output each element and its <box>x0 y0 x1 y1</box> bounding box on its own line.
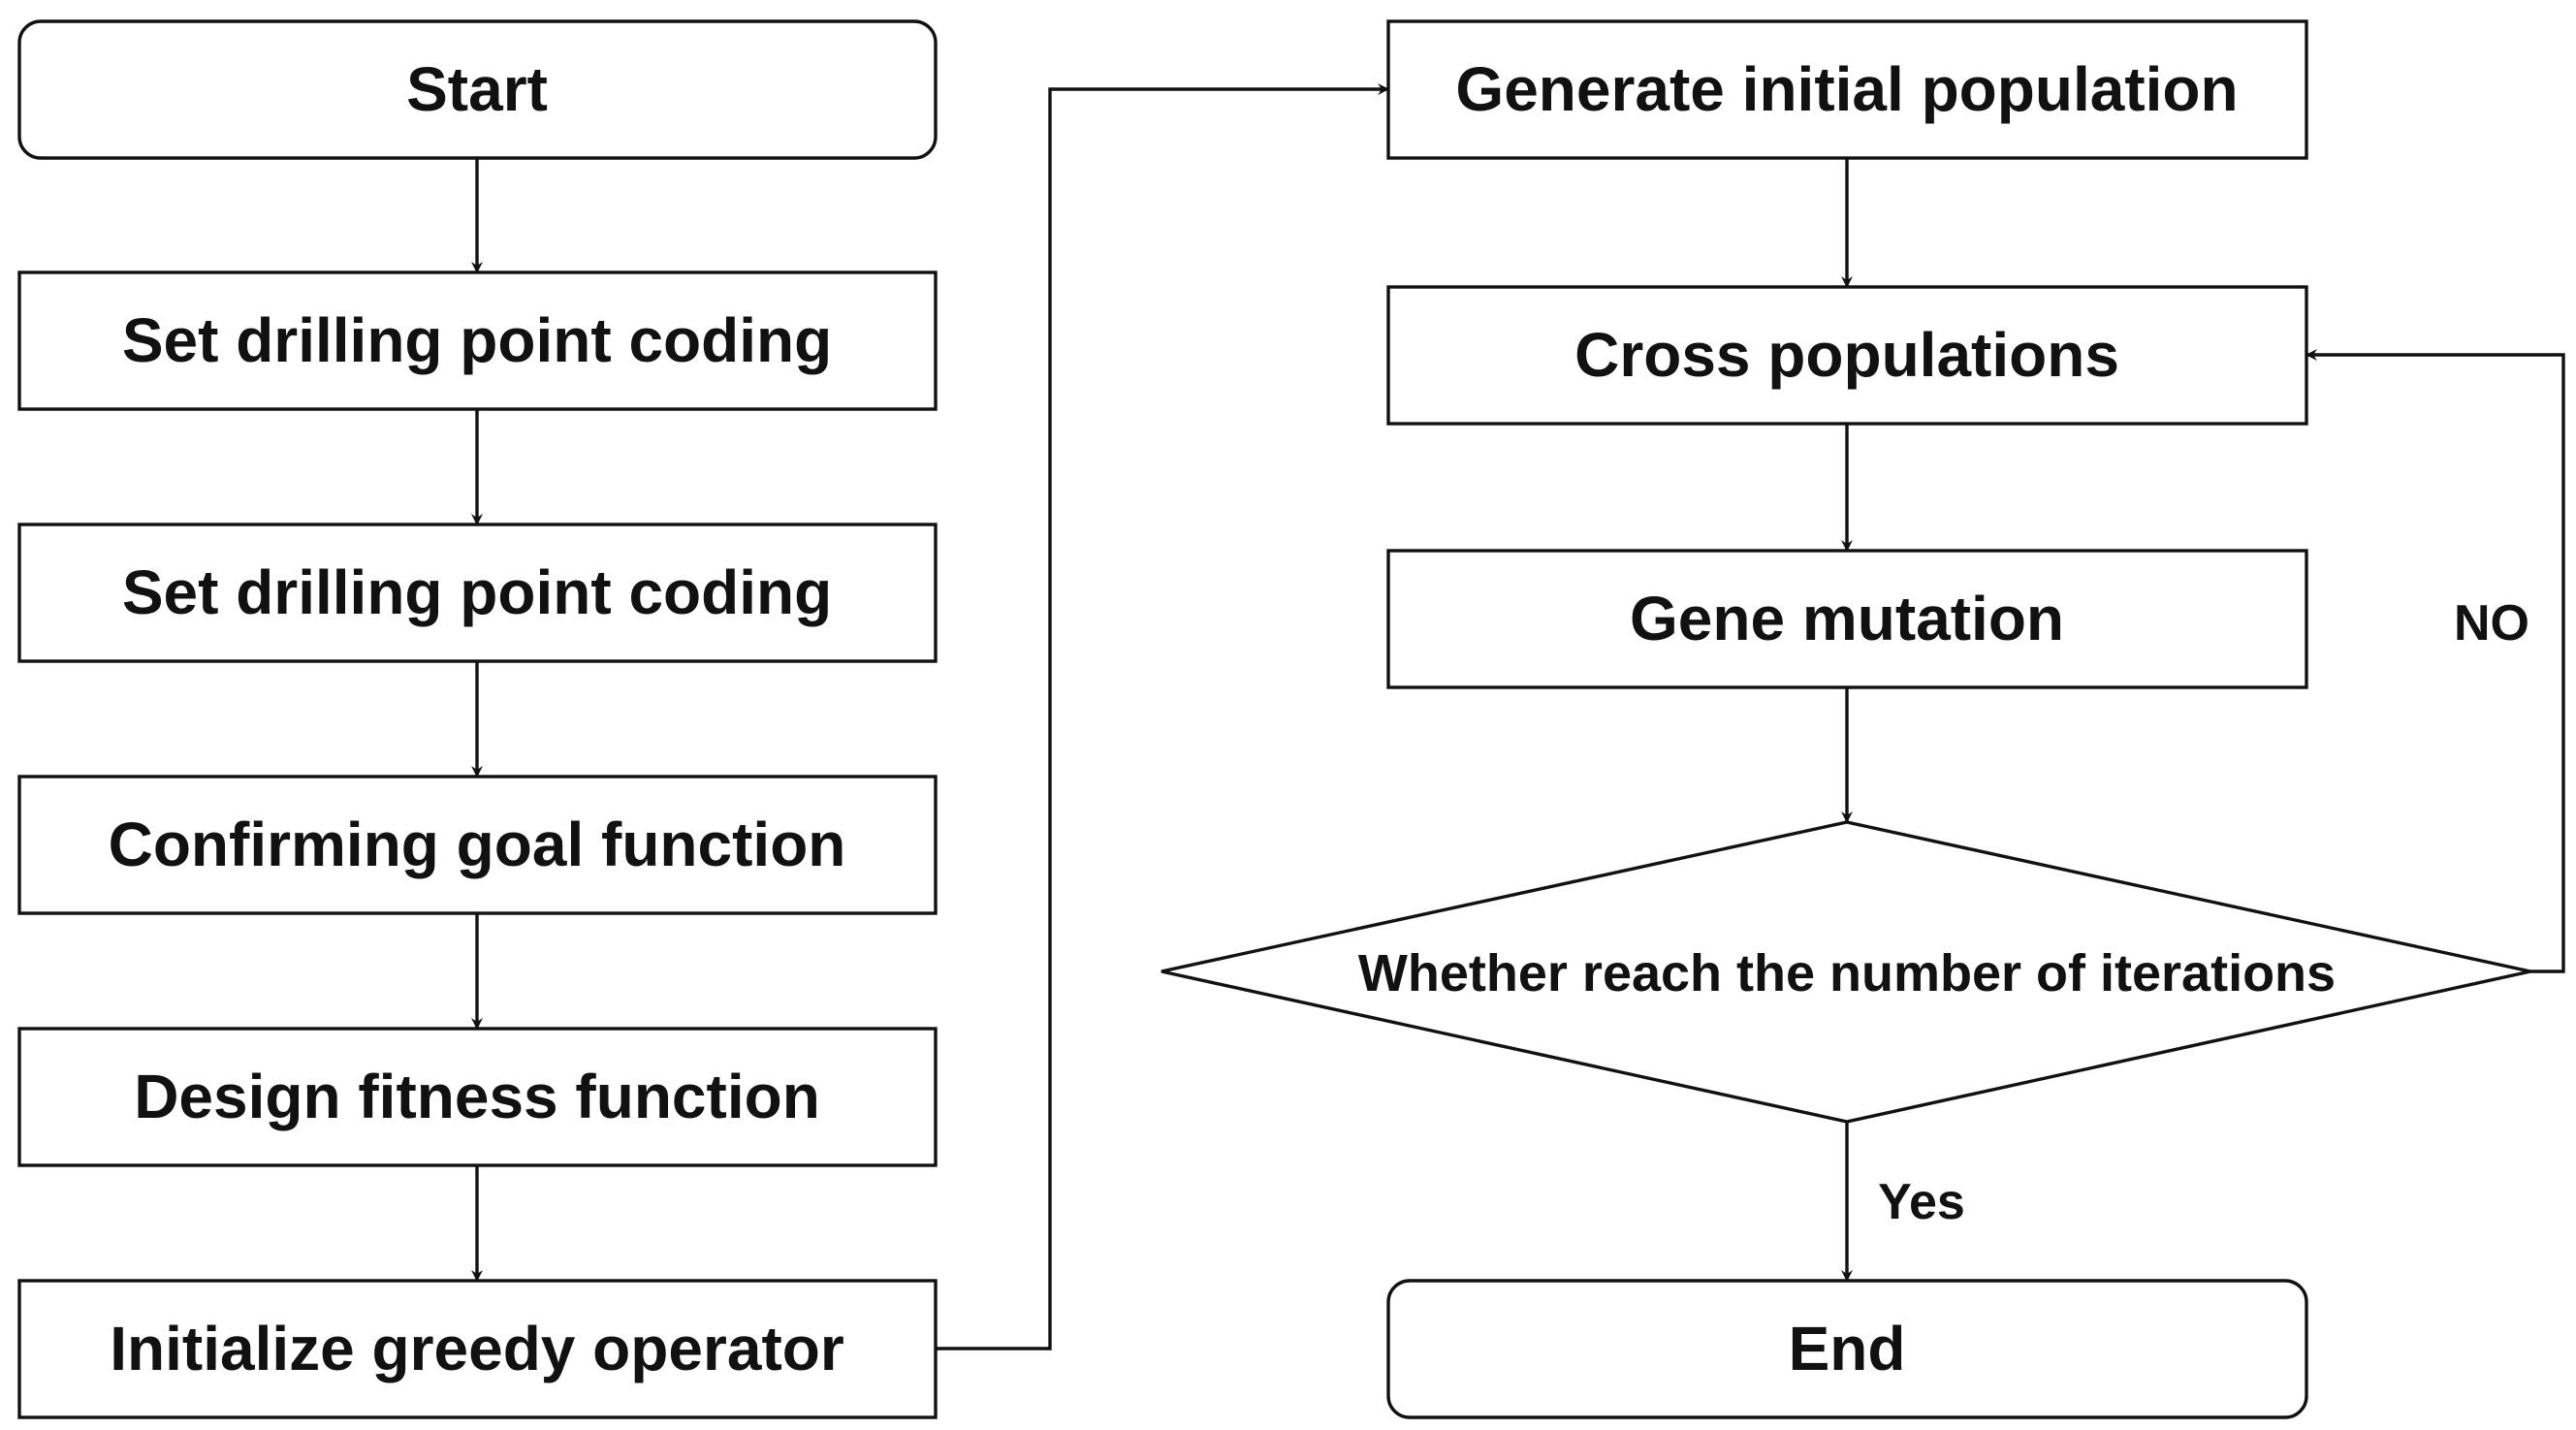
gene-mutation-box <box>1386 549 2308 689</box>
start-label: Start <box>406 54 548 124</box>
cross-populations-label: Cross populations <box>1574 320 2119 390</box>
goal-function-label: Confirming goal function <box>109 810 846 879</box>
arrow-greedy-to-initial-population <box>936 83 1389 1351</box>
initial-population-box <box>1386 19 2308 160</box>
initial-population-label: Generate initial population <box>1455 54 2238 124</box>
yes-label: Yes <box>1878 1174 1965 1230</box>
no-label: NO <box>2454 595 2529 651</box>
goal-function-box <box>17 775 938 915</box>
greedy-operator-label: Initialize greedy operator <box>110 1314 844 1383</box>
set-coding-label-1: Set drilling point coding <box>122 305 832 375</box>
set-coding-label-2: Set drilling point coding <box>122 557 832 627</box>
decision-label: Whether reach the number of iterations <box>1358 944 2336 1002</box>
greedy-operator-box <box>17 1279 938 1419</box>
set-coding-box-1 <box>17 270 938 411</box>
end-label: End <box>1789 1314 1906 1383</box>
fitness-function-label: Design fitness function <box>134 1062 820 1131</box>
arrow-decision-no-loop <box>2306 349 2565 973</box>
gene-mutation-label: Gene mutation <box>1630 584 2064 653</box>
